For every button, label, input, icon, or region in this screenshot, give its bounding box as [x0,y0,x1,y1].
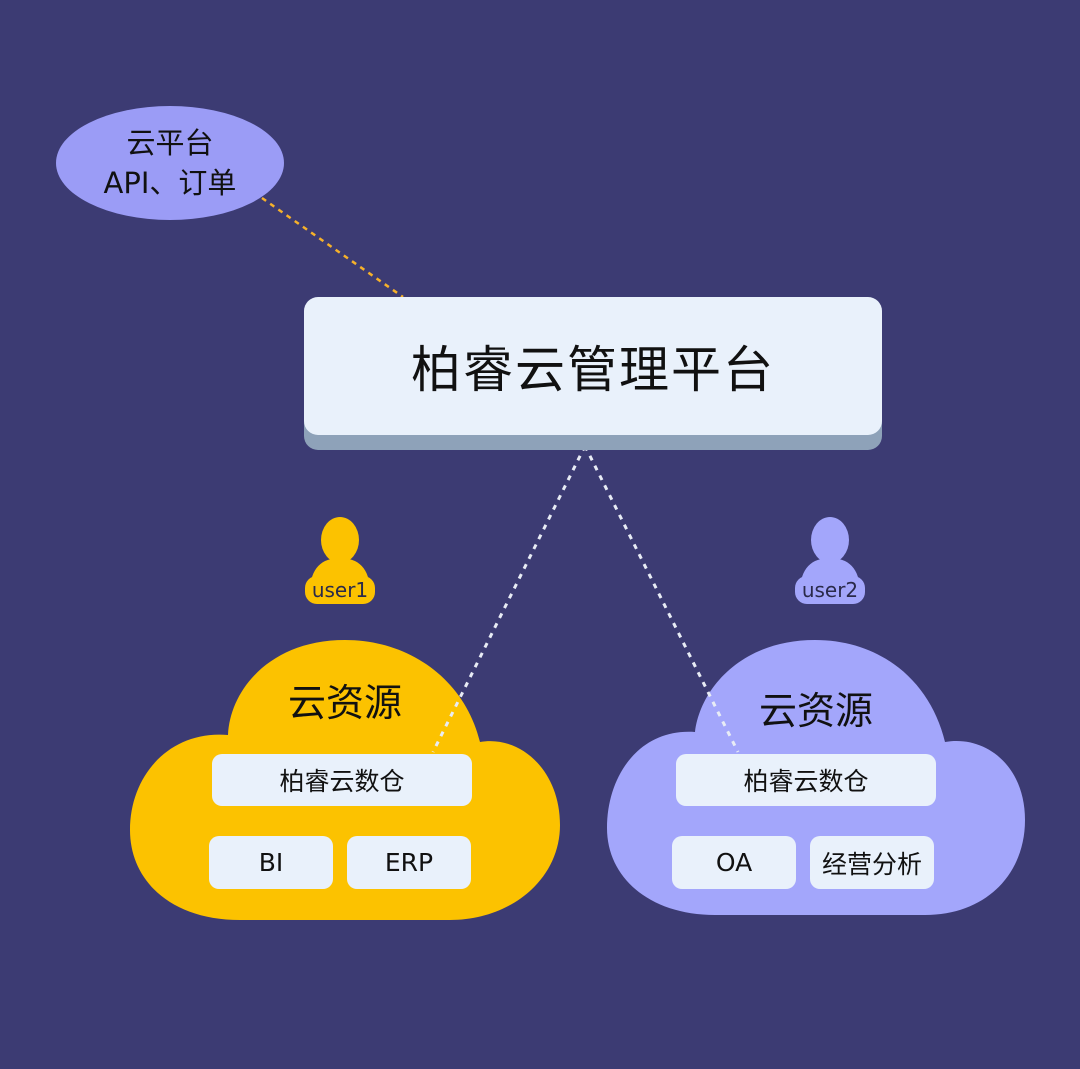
right-cloud-title: 云资源 [758,689,873,733]
management-platform-box: 柏睿云管理平台 [304,297,882,435]
right-warehouse-label: 柏睿云数仓 [743,767,869,796]
right-app-label-2: 经营分析 [821,849,922,879]
left-app-chip-1: BI [209,836,333,889]
left-app-chip-2: ERP [347,836,471,889]
left-app-label-2: ERP [384,848,434,877]
connector-platform-left [431,445,587,753]
cloud-platform-bubble: 云平台 API、订单 [56,106,284,220]
bubble-line-1: 云平台 [126,126,214,160]
right-app-chip-1: OA [672,836,796,889]
left-cloud-title: 云资源 [287,681,402,725]
right-app-label-1: OA [715,848,753,877]
bubble-line-2: API、订单 [103,166,237,200]
platform-title: 柏睿云管理平台 [411,341,775,399]
user1-tag: user1 [305,576,375,604]
user2-label: user2 [801,578,859,602]
user2-tag: user2 [795,576,865,604]
left-warehouse-label: 柏睿云数仓 [279,767,405,796]
connector-platform-right [583,445,740,753]
connector-bubble-platform [261,196,404,299]
right-warehouse-chip: 柏睿云数仓 [676,754,936,806]
user1-label: user1 [311,578,369,602]
left-warehouse-chip: 柏睿云数仓 [212,754,472,806]
right-app-chip-2: 经营分析 [810,836,934,889]
left-app-label-1: BI [258,848,284,877]
